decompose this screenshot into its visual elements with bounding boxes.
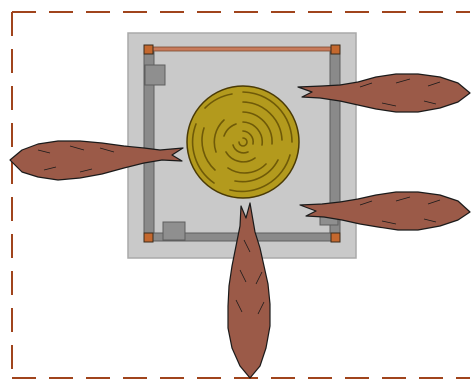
corner-post-icon: [330, 44, 341, 55]
feather-arrow-icon: [297, 73, 471, 113]
play-area-boundary: [11, 11, 470, 379]
left-rail-block: [144, 64, 166, 86]
corner-post-icon: [143, 44, 154, 55]
feather-arrow-icon: [299, 191, 471, 231]
hay-bale-icon: [186, 85, 300, 199]
corner-post-icon: [330, 232, 341, 243]
feather-arrow-icon: [227, 202, 271, 379]
feather-arrow-icon: [9, 140, 184, 181]
top-beam: [148, 46, 337, 52]
creatures: [9, 73, 471, 379]
bottom-rail-block: [162, 221, 186, 241]
corner-post-icon: [143, 232, 154, 243]
